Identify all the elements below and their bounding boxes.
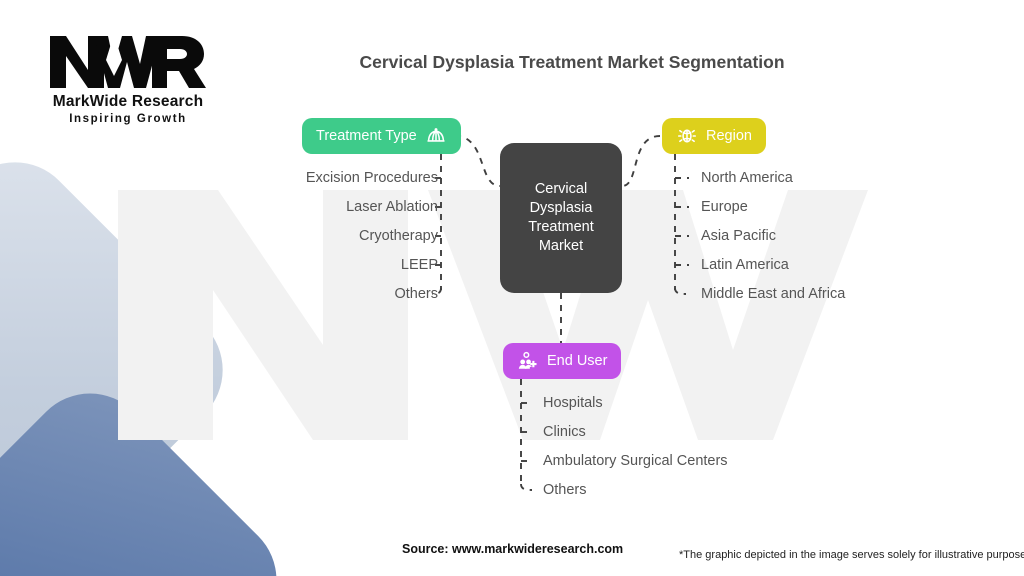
mwr-monogram-icon <box>50 34 206 88</box>
list-item[interactable]: Ambulatory Surgical Centers <box>543 453 728 469</box>
badge-end-user[interactable]: End User <box>503 343 622 379</box>
globe-meridians-icon <box>676 125 698 147</box>
stub-region-4 <box>674 287 687 295</box>
list-item[interactable]: LEEP <box>400 257 438 273</box>
logo-tagline: Inspiring Growth <box>69 113 187 125</box>
badge-end-user-label: End User <box>547 353 608 369</box>
list-item[interactable]: North America <box>701 170 793 186</box>
list-treatment-type: Excision Procedures Laser Ablation Cryot… <box>306 164 438 309</box>
badge-region[interactable]: Region <box>662 118 766 154</box>
add-users-icon <box>517 350 539 372</box>
list-item[interactable]: Others <box>394 286 438 302</box>
list-item[interactable]: Clinics <box>543 424 586 440</box>
brand-logo: MarkWide Research Inspiring Growth <box>28 30 228 125</box>
center-node[interactable]: Cervical Dysplasia Treatment Market <box>500 143 622 293</box>
decorative-square-dark <box>0 367 303 576</box>
connector-treatment-to-center <box>454 135 501 187</box>
page-title: Cervical Dysplasia Treatment Market Segm… <box>359 52 785 72</box>
decorative-square-light <box>0 136 249 576</box>
badge-region-label: Region <box>706 128 752 144</box>
logo-company-name: MarkWide Research <box>52 93 204 110</box>
stub-enduser-3 <box>520 483 533 491</box>
list-item[interactable]: Hospitals <box>543 395 603 411</box>
hierarchy-tree-icon <box>425 125 447 147</box>
center-node-label: Cervical Dysplasia Treatment Market <box>528 181 594 254</box>
connector-region-to-center <box>621 135 661 187</box>
list-item[interactable]: Middle East and Africa <box>701 286 846 302</box>
list-item[interactable]: Cryotherapy <box>359 228 438 244</box>
list-item[interactable]: Europe <box>701 199 748 215</box>
list-item[interactable]: Latin America <box>701 257 789 273</box>
badge-treatment-type[interactable]: Treatment Type <box>302 118 461 154</box>
badge-treatment-type-label: Treatment Type <box>316 128 417 144</box>
disclaimer-label: *The graphic depicted in the image serve… <box>679 549 1024 561</box>
list-item[interactable]: Others <box>543 482 587 498</box>
list-item[interactable]: Asia Pacific <box>701 228 776 244</box>
source-label: Source: www.markwideresearch.com <box>402 542 624 556</box>
list-region: North America Europe Asia Pacific Latin … <box>701 164 845 309</box>
list-item[interactable]: Excision Procedures <box>305 170 438 186</box>
list-end-user: Hospitals Clinics Ambulatory Surgical Ce… <box>543 389 728 505</box>
list-item[interactable]: Laser Ablation <box>346 199 438 215</box>
